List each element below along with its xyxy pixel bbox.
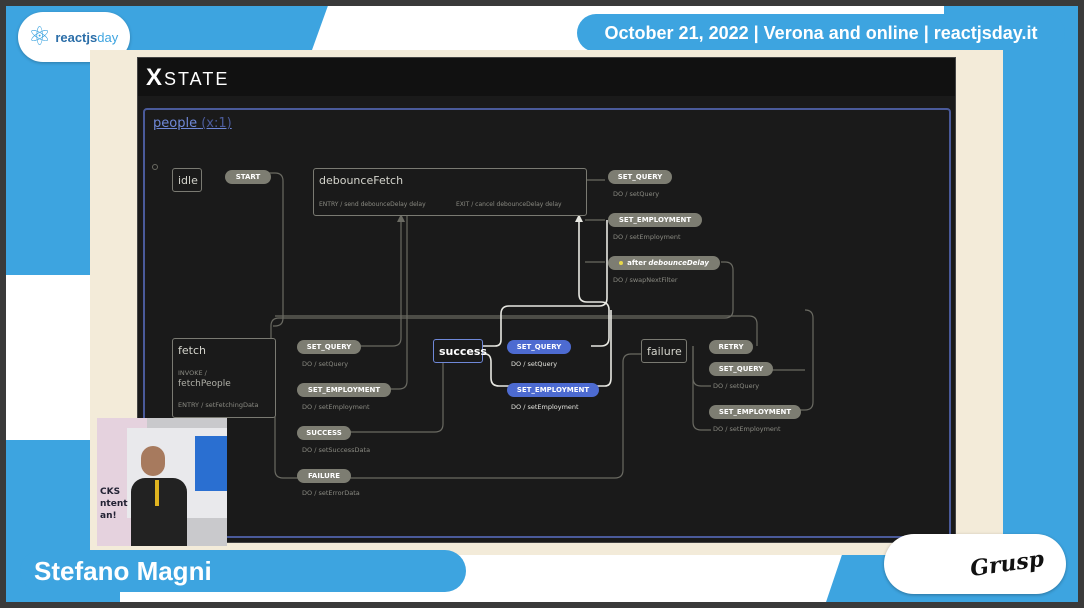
event-set-query[interactable]: SET_QUERY xyxy=(608,170,672,184)
event-failure-set-query[interactable]: SET_QUERY xyxy=(709,362,773,376)
event-retry[interactable]: RETRY xyxy=(709,340,753,354)
action-failure-set-employment: DO / setEmployment xyxy=(713,425,781,433)
machine-container: people (x:1) xyxy=(143,108,951,538)
event-fetch-set-query[interactable]: SET_QUERY xyxy=(297,340,361,354)
transition-edges xyxy=(152,164,814,479)
speaker-body xyxy=(131,478,187,546)
event-fetch-failure[interactable]: FAILURE xyxy=(297,469,351,483)
react-atom-icon: ⚛ xyxy=(28,22,52,52)
event-set-employment[interactable]: SET_EMPLOYMENT xyxy=(608,213,702,227)
speaker-name-banner: Stefano Magni xyxy=(20,550,466,592)
event-info-banner: October 21, 2022 | Verona and online | r… xyxy=(577,14,1065,52)
machine-title[interactable]: people (x:1) xyxy=(153,116,232,131)
action-set-error-data: DO / setErrorData xyxy=(302,489,360,497)
speaker-head xyxy=(141,446,165,476)
state-failure[interactable]: failure xyxy=(641,339,687,363)
action-fetch-set-query: DO / setQuery xyxy=(302,360,349,368)
xstate-visualizer: XSTATE people (x:1) xyxy=(137,57,956,543)
state-idle[interactable]: idle xyxy=(172,168,202,192)
action-success-set-query: DO / setQuery xyxy=(511,360,558,368)
event-fetch-set-employment[interactable]: SET_EMPLOYMENT xyxy=(297,383,391,397)
event-success-set-employment[interactable]: SET_EMPLOYMENT xyxy=(507,383,599,397)
background-sign: CKS ntent an! xyxy=(100,487,128,521)
grusp-logo: Grusp xyxy=(884,534,1066,594)
xstate-header: XSTATE xyxy=(138,58,955,96)
state-fetch[interactable]: fetch INVOKE / fetchPeople ENTRY / setFe… xyxy=(172,338,276,418)
event-start[interactable]: START xyxy=(225,170,271,184)
speaker-video: CKS ntent an! xyxy=(97,418,227,546)
state-success[interactable]: success xyxy=(433,339,487,363)
action-set-success-data: DO / setSuccessData xyxy=(302,446,371,454)
action-failure-set-query: DO / setQuery xyxy=(713,382,760,390)
state-debounce-fetch[interactable]: debounceFetch ENTRY / send debounceDelay… xyxy=(313,168,587,216)
action-success-set-employment: DO / setEmployment xyxy=(511,403,579,411)
event-success-set-query[interactable]: SET_QUERY xyxy=(507,340,571,354)
action-set-query: DO / setQuery xyxy=(613,190,660,198)
event-failure-set-employment[interactable]: SET_EMPLOYMENT xyxy=(709,405,801,419)
logo-text: reactjsday xyxy=(55,29,119,45)
event-fetch-success[interactable]: SUCCESS xyxy=(297,426,351,440)
xstate-logo: XSTATE xyxy=(146,64,230,91)
action-set-employment: DO / setEmployment xyxy=(613,233,681,241)
action-swap-next-filter: DO / swapNextFilter xyxy=(613,276,678,284)
action-fetch-set-employment: DO / setEmployment xyxy=(302,403,370,411)
